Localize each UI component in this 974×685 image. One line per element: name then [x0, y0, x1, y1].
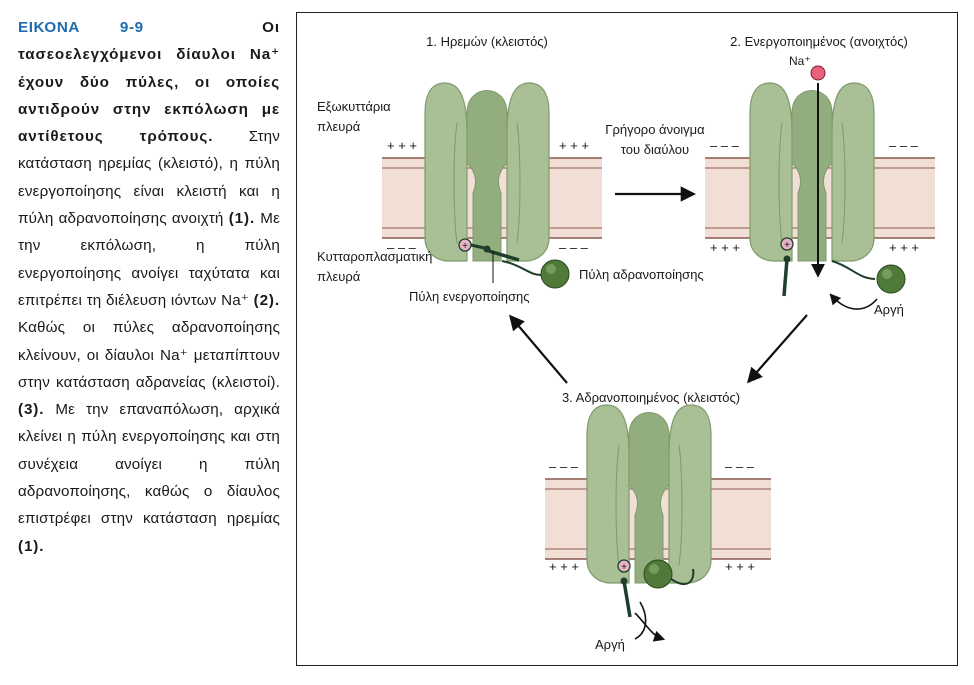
caption-ref-1: (1). — [228, 210, 256, 228]
state-3-title: 3. Αδρανοποιημένος (κλειστός) — [562, 390, 740, 405]
caption-text-1: Στην κατάσταση ηρεμίας (κλειστό), η πύλη… — [18, 128, 281, 228]
slow-label-state-3: Αργή — [595, 637, 625, 652]
activation-gate-label: Πύλη ενεργοποίησης — [409, 289, 530, 304]
caption-text-2: Με την εκπόλωση, η πύλη ενεργοποίησης αν… — [18, 210, 280, 309]
fast-opening-label-1: Γρήγορο άνοιγμα — [605, 122, 705, 137]
charges-top-right-2: – – – — [889, 138, 919, 153]
caption-bold-lead: Οι τασεοελεγχόμενοι δίαυλοι Na⁺ έχουν δύ… — [18, 19, 280, 146]
state-2-activated: 2. Ενεργοποιημένος (ανοιχτός) – – – – – … — [705, 34, 935, 317]
sodium-channel-diagram: 1. Ηρεμών (κλειστός) + + + + + + – – – –… — [317, 34, 935, 652]
svg-text:+: + — [784, 240, 790, 251]
sodium-ion: Na⁺ — [789, 54, 826, 278]
inactivation-gate-state-1 — [501, 259, 570, 289]
extracellular-label-1: Εξωκυττάρια — [317, 99, 391, 114]
transition-arrow-1-to-2: Γρήγορο άνοιγμα του διαύλου — [605, 122, 705, 202]
inactivation-gate-state-2 — [829, 260, 906, 310]
charges-top-right-3: – – – — [725, 459, 755, 474]
channel-state-2 — [749, 82, 875, 262]
charges-bottom-right-1: – – – — [559, 240, 589, 255]
inactivation-gate-state-3 — [634, 559, 695, 642]
channel-state-3 — [586, 404, 712, 584]
svg-text:+: + — [621, 562, 627, 573]
extracellular-label-2: πλευρά — [317, 119, 361, 134]
caption-ref-2: (2). — [253, 291, 281, 309]
caption-ref-4: (1). — [18, 537, 45, 555]
cytoplasmic-label-2: πλευρά — [317, 269, 361, 284]
activation-gate-state-2: + — [780, 237, 794, 297]
caption-text-4: Με την επαναπόλωση, αρχικά κλείνει η πύλ… — [18, 401, 281, 528]
slow-label-state-2: Αργή — [874, 302, 904, 317]
charges-bottom-left-3: + + + — [549, 559, 579, 574]
fast-opening-label-2: του διαύλου — [621, 142, 689, 157]
charges-top-left-1: + + + — [387, 138, 417, 153]
ion-label: Na⁺ — [789, 54, 811, 68]
inactivation-gate-label: Πύλη αδρανοποίησης — [579, 267, 704, 282]
activation-gate-state-3: + — [617, 559, 632, 618]
cytoplasmic-label-1: Κυτταροπλασματική — [317, 249, 432, 264]
figure-caption: ΕΙΚΟΝΑ 9-9 Οι τασεοελεγχόμενοι δίαυλοι N… — [18, 14, 280, 560]
caption-ref-3: (3). — [18, 401, 45, 419]
channel-state-1 — [424, 82, 550, 262]
figure-frame: 1. Ηρεμών (κλειστός) + + + + + + – – – –… — [296, 12, 958, 666]
charges-top-left-2: – – – — [710, 138, 740, 153]
figure-label: ΕΙΚΟΝΑ 9-9 — [18, 19, 144, 36]
charges-bottom-right-2: + + + — [889, 240, 919, 255]
state-1-resting: 1. Ηρεμών (κλειστός) + + + + + + – – – –… — [317, 34, 704, 304]
caption-text-3: Καθώς οι πύλες αδρανοποίησης κλείνουν, ο… — [18, 319, 280, 391]
state-2-title: 2. Ενεργοποιημένος (ανοιχτός) — [730, 34, 908, 49]
charges-bottom-left-1: – – – — [387, 240, 417, 255]
svg-text:+: + — [462, 241, 468, 252]
state-3-inactivated: 3. Αδρανοποιημένος (κλειστός) – – – – – … — [545, 390, 771, 652]
transition-arrow-3-to-1 — [509, 314, 568, 384]
state-1-title: 1. Ηρεμών (κλειστός) — [426, 34, 548, 49]
charges-bottom-right-3: + + + — [725, 559, 755, 574]
charges-top-right-1: + + + — [559, 138, 589, 153]
transition-arrow-2-to-3 — [746, 314, 808, 384]
charges-bottom-left-2: + + + — [710, 240, 740, 255]
charges-top-left-3: – – – — [549, 459, 579, 474]
activation-gate-state-1: + — [458, 238, 520, 283]
